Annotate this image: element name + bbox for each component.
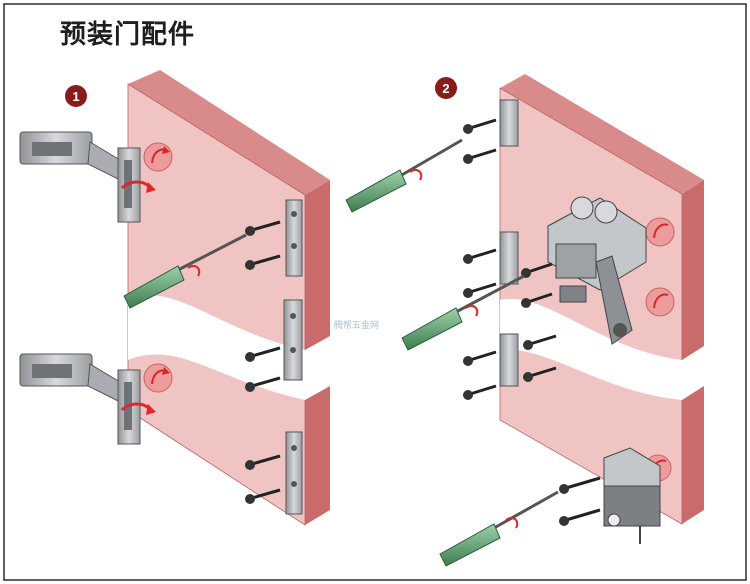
mounting-plate-icon <box>499 99 519 147</box>
hinge-cup-hole <box>645 217 675 247</box>
step-2-group: 2 <box>334 74 704 567</box>
rotate-arrow-icon <box>120 402 156 415</box>
hinge-icon <box>19 131 141 223</box>
screw-icon <box>245 488 281 504</box>
screw-icon <box>463 148 497 164</box>
screw-icon <box>559 476 601 494</box>
screw-icon <box>463 282 497 298</box>
hinge-cup-hole <box>143 363 173 393</box>
screw-icon <box>245 346 281 362</box>
hinge-icon <box>19 353 141 445</box>
screw-icon <box>245 454 281 470</box>
hinge-cup-hole <box>143 142 173 172</box>
step-number-2: 2 <box>442 81 449 96</box>
step-1-group: 1 <box>19 70 330 526</box>
page-title: 预装门配件 <box>60 20 196 50</box>
mounting-plate-icon <box>285 431 303 515</box>
screw-icon <box>521 292 553 308</box>
door-panel-2 <box>499 74 704 525</box>
watermark-text: 腾帮五金网 <box>334 319 379 331</box>
hinge-cup-hole <box>645 287 675 317</box>
step-badge-1: 1 <box>65 85 87 107</box>
screw-icon <box>245 220 281 236</box>
mounting-plate-icon <box>285 199 303 277</box>
screw-icon <box>463 248 497 264</box>
screw-icon <box>559 508 601 526</box>
screw-icon <box>245 254 281 270</box>
screw-icon <box>463 350 497 366</box>
outer-border <box>3 3 747 581</box>
screw-icon <box>463 118 497 134</box>
step-number-1: 1 <box>72 89 79 104</box>
screwdriver-icon <box>123 233 247 309</box>
screwdriver-icon <box>439 490 559 567</box>
screw-icon <box>463 384 497 400</box>
step-badge-2: 2 <box>435 77 457 99</box>
mounting-plate-icon <box>499 333 519 387</box>
rotate-arrow-icon <box>120 180 156 193</box>
connector-icon <box>603 447 661 544</box>
screw-icon <box>523 334 557 350</box>
mounting-plate-icon <box>499 231 519 285</box>
connector-icon <box>547 196 647 345</box>
screwdriver-icon <box>401 274 525 351</box>
screw-icon <box>245 376 281 392</box>
screwdriver-icon <box>345 138 463 213</box>
mounting-plate-icon <box>283 299 303 381</box>
screw-icon <box>523 366 557 382</box>
